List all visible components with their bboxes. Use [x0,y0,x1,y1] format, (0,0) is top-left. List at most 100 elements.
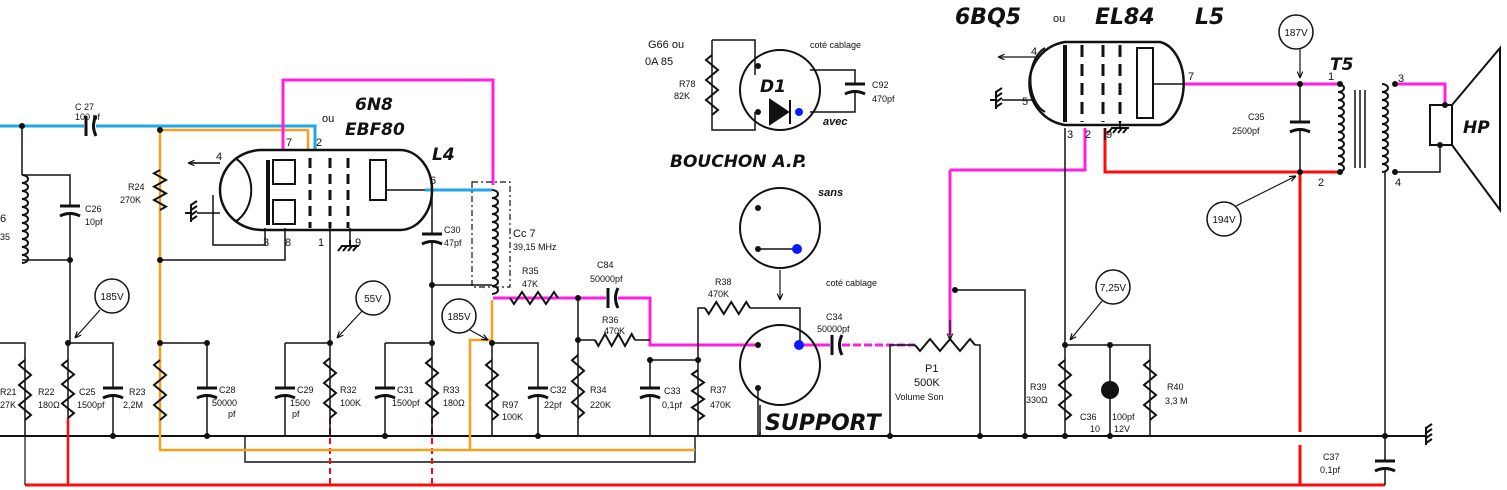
c29-unit: pf [292,409,300,419]
c27-capacitor [84,115,98,137]
arrow-icon [1296,49,1304,79]
c25-capacitor [102,386,124,400]
junction-dot [952,287,958,293]
junction-dot [887,433,893,439]
c29-value: 1500 [290,398,310,408]
audio-line [618,296,758,347]
junction-dot [1392,81,1398,87]
r32-ref: R32 [340,385,357,395]
cap-plate [59,212,81,218]
r34-ref: R34 [590,385,607,395]
junction-dot [1382,433,1388,439]
p1-function: Volume Son [895,392,944,402]
junction-dot [977,433,983,439]
wire [697,307,705,360]
cap-gap [528,387,548,397]
cap-gap [103,387,123,397]
r23-ref: R23 [129,387,146,397]
output-arrow-icon [997,53,1035,61]
tube-l5: 6BQ5 ou EL84 L5 4 5 7 3 2 9 [955,5,1224,141]
pin: 1 [318,237,324,249]
junction-dot [204,433,210,439]
junction-dot [1442,102,1448,108]
junction-dot [1297,81,1303,87]
tube-l4-envelope [218,148,434,232]
junction-dot [67,257,73,263]
pin: 7 [286,137,292,149]
agc-line [160,128,310,150]
bouchon-sans-socket [739,187,821,269]
cap-plate [102,394,124,400]
r38-value: 470K [708,289,729,299]
output-arrow-icon [187,159,220,167]
tube-l5-heater [1029,47,1046,113]
cap-gap [85,116,95,136]
support-label: SUPPORT [765,411,883,436]
c35-ref: C35 [1248,112,1265,122]
cote-cablage-bottom: coté cablage [826,278,877,288]
c28-value: 50000 [212,398,237,408]
c32-capacitor [527,386,549,400]
wire [955,289,1026,436]
tube-l4-diode-anode [272,159,296,185]
r39-value: 330Ω [1026,395,1048,405]
speaker-ref: HP [1463,118,1490,138]
c92-ref: C92 [872,80,889,90]
cap-gap [275,387,295,397]
arrow-icon [336,310,363,339]
cap-gap [607,288,617,308]
junction-dot [755,385,761,391]
wire [750,307,801,345]
cap-gap [1375,460,1395,470]
p1-value: 500K [914,377,940,389]
tube-l5-plate [1136,47,1154,119]
cap-gap [197,387,217,397]
diode-type-1: G66 ou [648,39,684,51]
cap-plate [421,240,443,246]
c37-value: 0,1pf [1320,465,1341,475]
r36-resistor [594,331,636,349]
r36-value: 470K [604,326,625,336]
cap-gap [60,205,80,215]
wire [22,259,71,343]
c26-ref: C26 [85,204,102,214]
c26-capacitor [59,204,81,218]
junction-dot [1437,142,1443,148]
cap-plate [92,115,98,137]
junction-dot [575,295,581,301]
junction-dot [1107,433,1113,439]
screen-line [1103,128,1340,174]
c28-ref: C28 [219,385,236,395]
c31-value: 1500pf [392,398,420,408]
junction-dot [65,340,71,346]
pin: 2 [1318,177,1324,189]
r32-value: 100K [340,398,361,408]
junction-dot [1022,433,1028,439]
junction-dot [755,342,761,348]
pin: 4 [1031,46,1037,58]
c30-ref: C30 [444,225,461,235]
c27-ref: C 27 [75,102,94,112]
c31-ref: C31 [397,385,414,395]
r21-value: 27K [0,400,16,410]
support-socket [739,324,821,406]
c84-value: 50000pf [590,274,623,284]
pin: 9 [1106,129,1112,141]
junction-dot [755,205,761,211]
r22-value: 180Ω [38,400,60,410]
r37-value: 470K [710,400,731,410]
r24-value: 270K [120,195,141,205]
c26-value: 10pf [85,217,103,227]
r34-value: 220K [590,400,611,410]
junction-dot [1392,169,1398,175]
diode-icon [769,98,791,126]
arrow-icon [469,329,489,341]
r35-ref: R35 [522,266,539,276]
cote-cablage-top: coté cablage [810,40,861,50]
c32-ref: C32 [550,385,567,395]
r97-value: 100K [502,412,523,422]
r78-resistor [704,54,720,116]
r97-resistor [484,359,500,421]
c28-capacitor [196,386,218,400]
pin: 3 [1398,73,1404,85]
